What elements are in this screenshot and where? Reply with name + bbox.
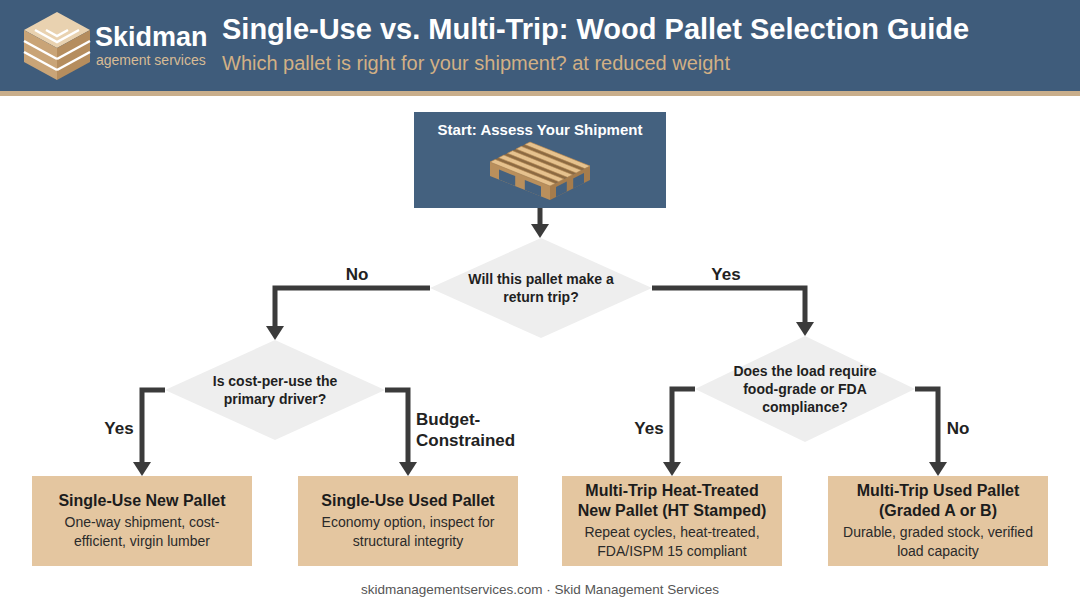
arrow-head bbox=[133, 462, 151, 476]
text-stack: Single-Use New PalletOne-way shipment, c… bbox=[42, 491, 242, 551]
header-rule bbox=[0, 91, 1080, 96]
node-heading: Start: Assess Your Shipment bbox=[438, 121, 643, 138]
connector-line bbox=[538, 208, 543, 226]
text-stack: Multi-Trip Used Pallet (Graded A or B)Du… bbox=[838, 481, 1038, 561]
arrow-head bbox=[531, 224, 549, 238]
node-body: Economy option, inspect for structural i… bbox=[308, 513, 508, 551]
decision-diamond: Will this pallet make a return trip? bbox=[430, 238, 652, 338]
header-band bbox=[0, 0, 1080, 91]
text-stack: Start: Assess Your Shipment bbox=[438, 121, 643, 138]
decision-diamond: Is cost-per-use the primary driver? bbox=[165, 340, 385, 440]
logo-stripe bbox=[57, 52, 90, 70]
connector-arrow bbox=[663, 389, 695, 476]
decision-diamond: Does the load require food-grade or FDA … bbox=[695, 336, 915, 442]
text-stack: Multi-Trip Heat-Treated New Pallet (HT S… bbox=[572, 481, 772, 561]
text-stack: Is cost-per-use the primary driver? bbox=[200, 372, 350, 408]
connector-arrow bbox=[266, 288, 430, 340]
connector-line bbox=[652, 288, 805, 324]
branch-label: Yes bbox=[711, 264, 740, 285]
logo-stripe bbox=[35, 30, 79, 42]
node-heading: Single-Use New Pallet bbox=[42, 491, 242, 511]
node-heading: Will this pallet make a return trip? bbox=[461, 270, 621, 306]
branch-label: No bbox=[947, 418, 970, 439]
node-heading: Is cost-per-use the primary driver? bbox=[200, 372, 350, 408]
connector-arrow bbox=[531, 208, 549, 238]
diamond-shape bbox=[695, 336, 915, 442]
diamond-shape bbox=[165, 340, 385, 440]
node-body: Durable, graded stock, verified load cap… bbox=[838, 523, 1038, 561]
node-heading: Multi-Trip Heat-Treated New Pallet (HT S… bbox=[572, 481, 772, 521]
node-heading: Multi-Trip Used Pallet (Graded A or B) bbox=[838, 481, 1038, 521]
arrow-head bbox=[399, 462, 417, 476]
connector-arrow bbox=[915, 389, 947, 476]
arrow-head bbox=[796, 322, 814, 336]
logo-stripe bbox=[46, 30, 68, 36]
pallet-option-box: Single-Use New PalletOne-way shipment, c… bbox=[32, 476, 252, 566]
logo-stripe bbox=[24, 52, 57, 70]
branch-label: No bbox=[346, 264, 369, 285]
logo-face bbox=[24, 30, 57, 80]
logo-icon bbox=[24, 12, 90, 80]
node-heading: Single-Use Used Pallet bbox=[308, 491, 508, 511]
arrow-head bbox=[266, 326, 284, 340]
diamond-outline bbox=[165, 340, 385, 440]
connector-line bbox=[142, 390, 165, 464]
branch-label: Yes bbox=[634, 418, 663, 439]
diamond-outline bbox=[430, 238, 652, 338]
page-title: Single-Use vs. Multi-Trip: Wood Pallet S… bbox=[222, 13, 969, 46]
pallet-option-box: Multi-Trip Heat-Treated New Pallet (HT S… bbox=[562, 476, 782, 566]
connector-line bbox=[672, 389, 695, 464]
connector-line bbox=[385, 390, 408, 464]
arrow-head bbox=[663, 462, 681, 476]
footer-caption: skidmanagementservices.com · Skid Manage… bbox=[0, 582, 1080, 597]
logo-stripe bbox=[57, 41, 90, 59]
start-box: Start: Assess Your Shipment bbox=[414, 112, 666, 208]
logo-tagline: agement services bbox=[96, 52, 206, 68]
subtitle: Which pallet is right for your shipment?… bbox=[222, 52, 730, 75]
text-stack: Does the load require food-grade or FDA … bbox=[730, 362, 880, 416]
node-body: Repeat cycles, heat-treated, FDA/ISPM 15… bbox=[572, 523, 772, 561]
logo-face bbox=[57, 30, 90, 80]
logo-wordmark: Skidman bbox=[95, 22, 208, 53]
connector-arrow bbox=[385, 390, 417, 476]
branch-label: Yes bbox=[104, 418, 133, 439]
pallet-option-box: Multi-Trip Used Pallet (Graded A or B)Du… bbox=[828, 476, 1048, 566]
node-heading: Does the load require food-grade or FDA … bbox=[730, 362, 880, 416]
pallet-option-box: Single-Use Used PalletEconomy option, in… bbox=[298, 476, 518, 566]
connector-arrow bbox=[133, 390, 165, 476]
branch-label: Budget-Constrained bbox=[416, 409, 526, 451]
text-stack: Single-Use Used PalletEconomy option, in… bbox=[308, 491, 508, 551]
connector-line bbox=[915, 389, 938, 464]
logo-stripe bbox=[24, 41, 57, 59]
text-stack: Will this pallet make a return trip? bbox=[461, 270, 621, 306]
diamond-shape bbox=[430, 238, 652, 338]
arrow-head bbox=[929, 462, 947, 476]
connector-line bbox=[275, 288, 430, 328]
node-body: One-way shipment, cost-efficient, virgin… bbox=[42, 513, 242, 551]
connector-arrow bbox=[652, 288, 814, 336]
